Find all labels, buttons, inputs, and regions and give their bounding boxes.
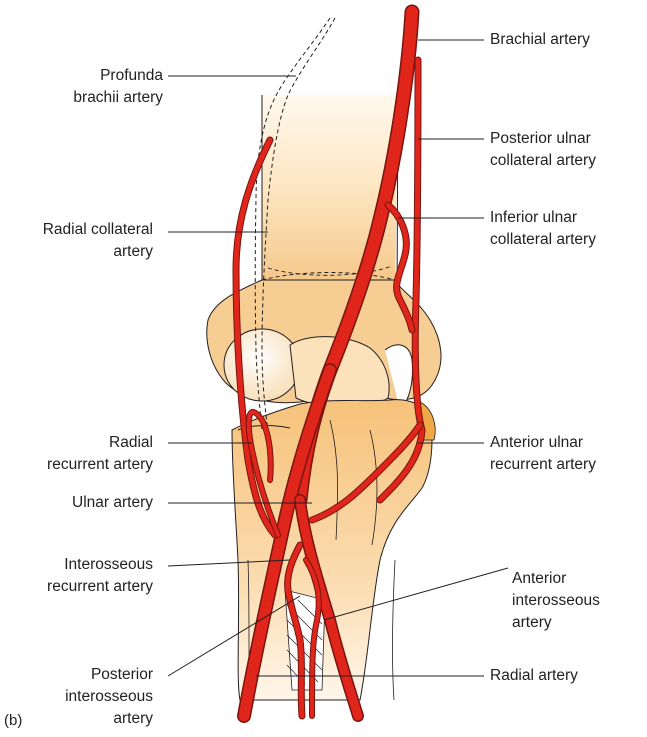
label-inferior-ulnar-collateral-artery: Inferior ulnar collateral artery [490,207,596,251]
label-profunda-brachii-line-1: Profunda [73,65,163,87]
label-anterior-interosseous-line-1: Anterior [512,568,600,590]
label-interosseous-recurrent-artery: Interosseous recurrent artery [47,554,153,598]
label-anterior-interosseous-line-2: interosseous [512,590,600,612]
label-profunda-brachii-line-2: brachii artery [73,87,163,109]
label-profunda-brachii-artery: Profunda brachii artery [73,65,163,109]
panel-label: (b) [4,712,22,729]
label-anterior-ulnar-recurrent-line-2: recurrent artery [490,454,596,476]
label-radial-recurrent-line-2: recurrent artery [47,454,153,476]
label-anterior-interosseous-line-3: artery [512,612,600,634]
label-radial-recurrent-artery: Radial recurrent artery [47,432,153,476]
label-anterior-ulnar-recurrent-line-1: Anterior ulnar [490,432,596,454]
label-anterior-ulnar-recurrent-artery: Anterior ulnar recurrent artery [490,432,596,476]
label-brachial-line-1: Brachial artery [490,29,590,51]
label-anterior-interosseous-artery: Anterior interosseous artery [512,568,600,634]
label-radial-collateral-artery: Radial collateral artery [43,219,153,263]
label-brachial-artery: Brachial artery [490,29,590,51]
label-posterior-interosseous-line-2: interosseous [65,686,153,708]
label-inferior-ulnar-collateral-line-1: Inferior ulnar [490,207,596,229]
label-radial-collateral-line-2: artery [43,241,153,263]
label-interosseous-recurrent-line-2: recurrent artery [47,576,153,598]
label-posterior-interosseous-line-1: Posterior [65,664,153,686]
label-posterior-interosseous-line-3: artery [65,708,153,730]
label-radial-recurrent-line-1: Radial [47,432,153,454]
label-posterior-ulnar-collateral-artery: Posterior ulnar collateral artery [490,128,596,172]
humerus-shaft [262,95,398,300]
label-inferior-ulnar-collateral-line-2: collateral artery [490,229,596,251]
label-posterior-ulnar-collateral-line-2: collateral artery [490,150,596,172]
label-posterior-ulnar-collateral-line-1: Posterior ulnar [490,128,596,150]
label-ulnar-artery: Ulnar artery [72,492,153,514]
label-radial-collateral-line-1: Radial collateral [43,219,153,241]
label-radial-artery: Radial artery [490,665,578,687]
label-ulnar-line-1: Ulnar artery [72,492,153,514]
label-posterior-interosseous-artery: Posterior interosseous artery [65,664,153,730]
label-interosseous-recurrent-line-1: Interosseous [47,554,153,576]
label-radial-line-1: Radial artery [490,665,578,687]
